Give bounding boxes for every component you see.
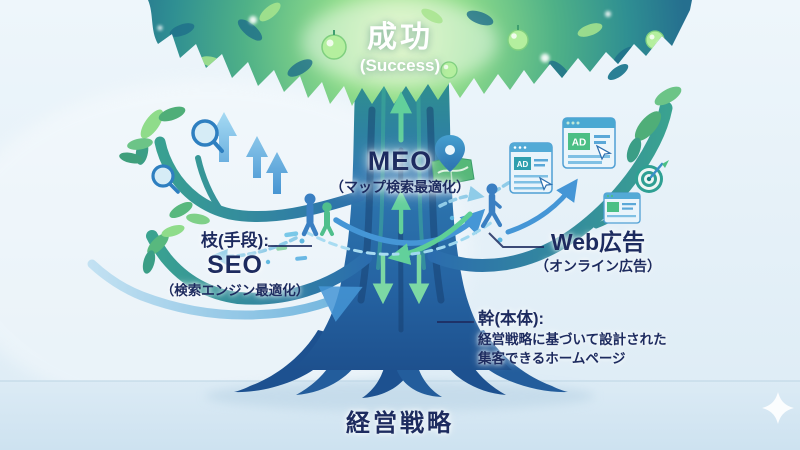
target-icon [635,160,669,193]
magnifier-icon [191,119,224,153]
web-ads-label: Web広告 （オンライン広告） [494,229,702,275]
meo-subtitle: （マップ検索最適化） [330,178,470,195]
flow-arrows [87,91,494,322]
right-branch-leaves [607,63,682,163]
meo-title: MEO [367,146,433,176]
trunk-title: 幹(本体): [478,310,544,328]
map-pin-icon [435,135,465,172]
ad-badge: AD [517,160,529,169]
seo-title: SEO [207,251,263,280]
person-icon [480,183,503,229]
seo-subtitle: （検索エンジン最適化） [160,282,310,298]
ad-window-icon: AD [562,117,616,169]
tree-canopy [148,0,692,106]
seo-branch-label: 枝(手段): [201,231,269,250]
cursor-icon [538,176,554,192]
trunk-label: 幹(本体): 経営戦略に基づいて設計された 集客できるホームページ [478,310,738,367]
success-subtitle: (Success) [359,56,441,76]
success-label: 成功 (Success) [300,20,500,76]
foundation-label: 経営戦略 [346,410,454,437]
person-icon [320,202,334,236]
web-ads-subtitle: （オンライン広告） [535,258,661,275]
cursor-icon [595,144,613,161]
sparkle-icon [762,392,794,424]
magnifier-icon [151,164,180,194]
ad-badge: AD [572,138,586,149]
left-branch-leaves [119,106,210,274]
seo-label: 枝(手段): SEO （検索エンジン最適化） [116,231,354,298]
ad-window-icon [603,192,641,224]
root-shadow [205,381,595,411]
person-icon [301,193,319,237]
trunk-desc-line2: 集客できるホームページ [478,351,626,367]
meo-label: MEO （マップ検索最適化） [300,146,500,195]
leader-lines [268,232,544,323]
webad-leader-line [488,232,544,248]
web-ads-title: Web広告 [550,229,646,255]
apple-icons [321,25,665,79]
up-arrow-icons [211,112,288,194]
ad-window-icon: AD [509,142,554,194]
success-title: 成功 [367,21,433,54]
trunk-desc-line1: 経営戦略に基づいて設計された [478,332,667,348]
